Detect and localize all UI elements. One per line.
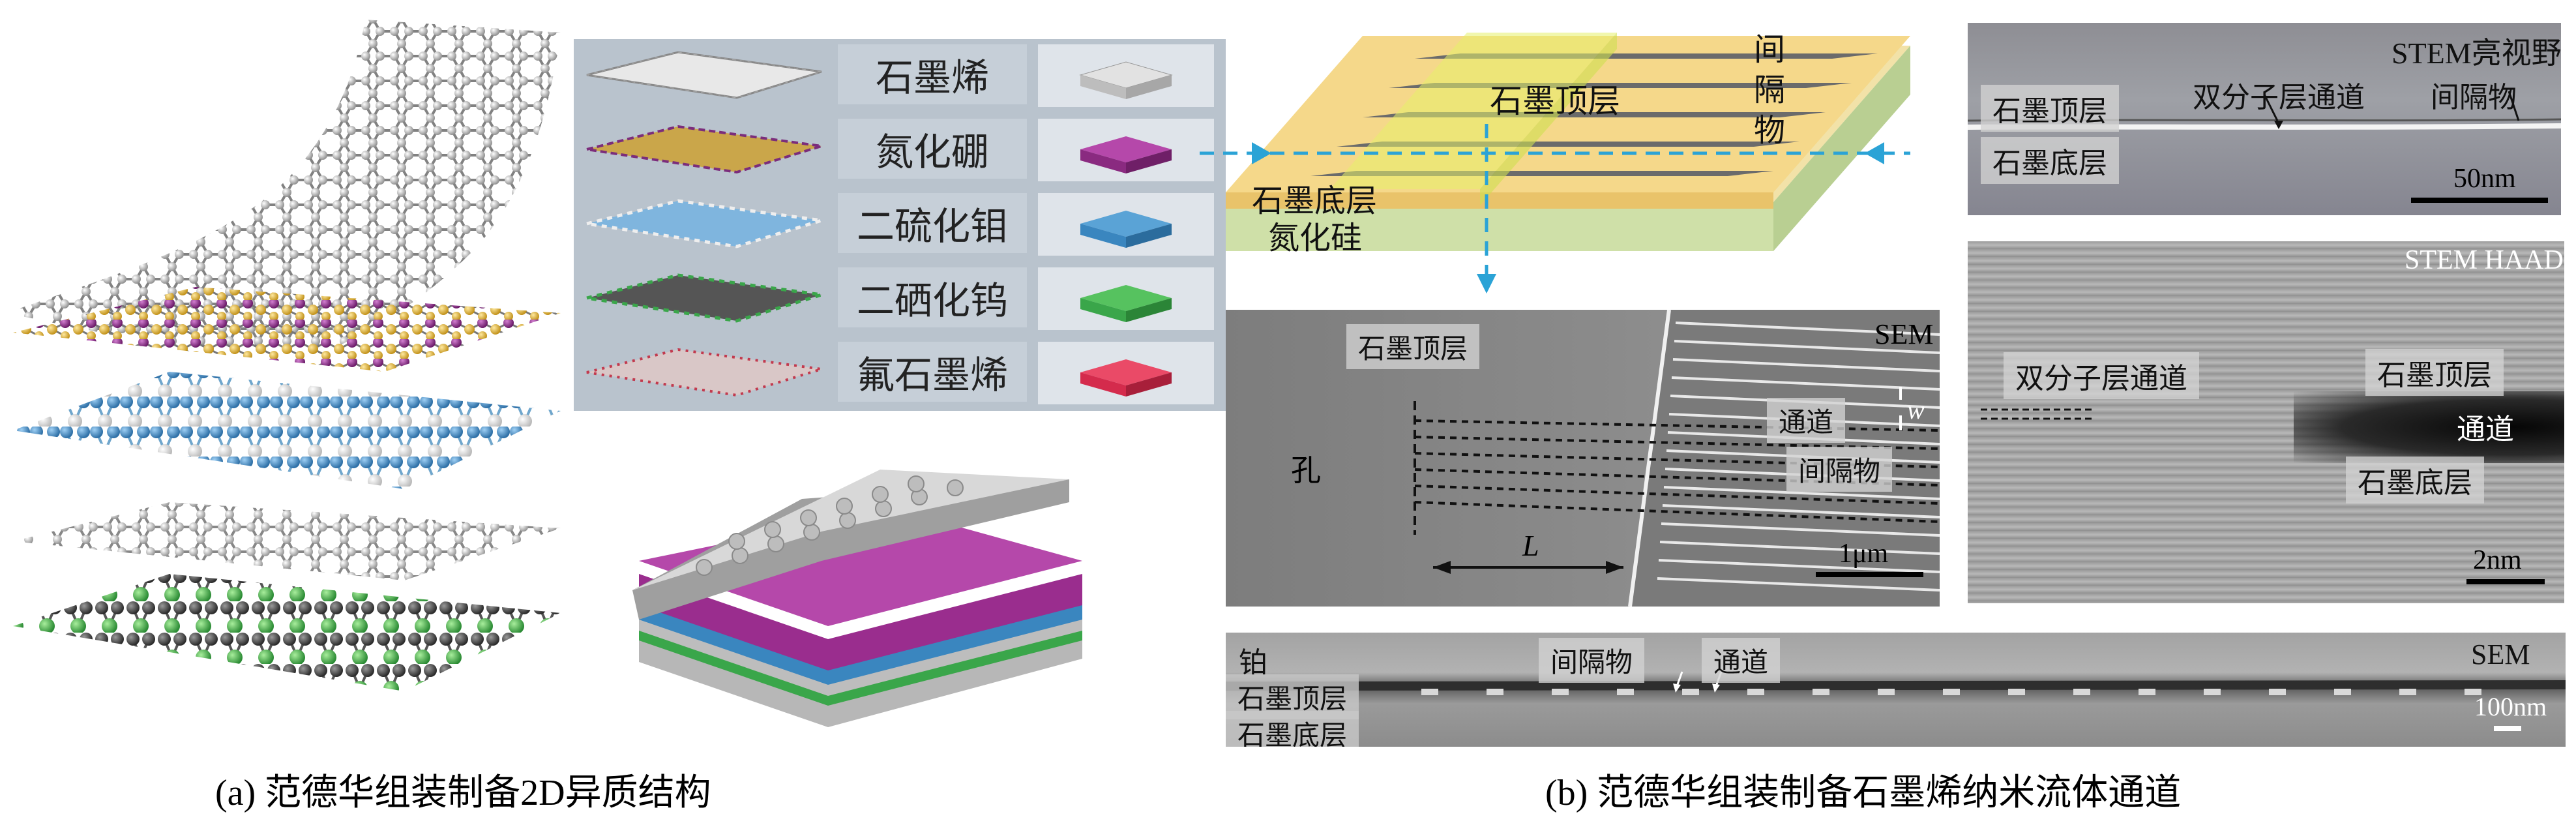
stem-haadf-scale-bar: [2466, 579, 2545, 584]
wse2-sheet-icon: [580, 269, 828, 327]
sem1-width-symbol: w: [1907, 395, 1925, 425]
panel-a-caption: (a) 范德华组装制备2D异质结构: [215, 763, 711, 816]
stem-bf-bottom-layer-label: 石墨底层: [1981, 137, 2119, 184]
legend-row-wse2: 二硒化钨: [574, 262, 1226, 335]
sem1-hole-label: 孔: [1291, 447, 1321, 490]
sem-cross-section-image: 铂 间隔物 通道 石墨顶层 石墨底层 SEM 100nm: [1226, 633, 2566, 747]
stem-haadf-top-layer-label: 石墨顶层: [2365, 349, 2504, 396]
stem-haadf-mode-label: STEM HAADF: [2405, 245, 2564, 276]
fluorographene-sheet-icon: [580, 343, 828, 402]
stem-bright-field-image: STEM亮视野 石墨顶层 双分子层通道 间隔物 石墨底层 50nm: [1968, 23, 2561, 215]
legend-label: 二硫化钼: [838, 193, 1027, 253]
lego-brick-icon: [1038, 44, 1214, 107]
legend-label: 二硒化钨: [838, 267, 1027, 327]
stem-haadf-bottom-layer-label: 石墨底层: [2346, 457, 2484, 503]
lego-brick-stack: [626, 470, 1095, 730]
sem2-scale-bar: [2494, 726, 2521, 731]
sem1-scale-bar: [1816, 572, 1923, 577]
legend-row-boron-nitride: 氮化硼: [574, 113, 1226, 187]
heterostructure-molecular-stack: [0, 7, 567, 724]
legend-row-mos2: 二硫化钼: [574, 188, 1226, 261]
legend-row-graphene: 石墨烯: [574, 39, 1226, 112]
legend-label: 石墨烯: [838, 44, 1027, 104]
panel-b-caption: (b) 范德华组装制备石墨烯纳米流体通道: [1545, 763, 2181, 816]
material-legend: 石墨烯 氮化硼: [574, 39, 1226, 411]
sem1-mode-label: SEM: [1874, 318, 1933, 351]
sem2-channel-label: 通道: [1702, 638, 1780, 683]
stem-bf-channel-label: 双分子层通道: [2193, 74, 2365, 115]
sem2-bottom-layer-label: 石墨底层: [1226, 711, 1359, 747]
sem1-top-layer-label: 石墨顶层: [1346, 324, 1479, 369]
mos2-sheet-icon: [580, 194, 828, 253]
schematic-top-layer-label: 石墨顶层: [1490, 75, 1620, 122]
sem2-spacer-label: 间隔物: [1539, 638, 1644, 683]
lego-brick-icon: [1038, 119, 1214, 181]
schematic-spacer-label: 间隔物: [1754, 29, 1786, 151]
legend-label: 氟石墨烯: [838, 342, 1027, 402]
stem-bf-scale-bar: [2411, 198, 2548, 203]
stem-haadf-image: STEM HAADF 双分子层通道 石墨顶层 通道 石墨底层 2nm: [1968, 241, 2564, 603]
schematic-substrate-label: 氮化硅: [1268, 212, 1362, 258]
lego-brick-icon: [1038, 342, 1214, 404]
stem-bf-top-layer-label: 石墨顶层: [1981, 85, 2119, 132]
sem1-length-symbol: L: [1522, 528, 1539, 563]
lego-brick-icon: [1038, 267, 1214, 330]
sem2-mode-label: SEM: [2471, 638, 2530, 671]
stem-haadf-scale-label: 2nm: [2473, 545, 2522, 576]
legend-label: 氮化硼: [838, 119, 1027, 179]
boron-nitride-sheet-icon: [580, 120, 828, 179]
sem2-scale-label: 100nm: [2474, 691, 2547, 722]
graphene-sheet-icon: [580, 46, 828, 104]
sem1-spacer-label: 间隔物: [1786, 447, 1892, 492]
stem-haadf-gap-label: 通道: [2457, 406, 2514, 447]
stem-bf-mode-label: STEM亮视野: [2391, 29, 2561, 72]
legend-row-fluorographene: 氟石墨烯: [574, 337, 1226, 410]
lego-brick-icon: [1038, 193, 1214, 256]
sem-image-channels: 石墨顶层 孔 通道 间隔物 w L SEM 1μm: [1226, 310, 1940, 607]
sem1-scale-label: 1μm: [1839, 538, 1888, 569]
stem-bf-scale-label: 50nm: [2453, 163, 2516, 194]
stem-haadf-channel-label: 双分子层通道: [2004, 352, 2199, 399]
sem1-channel-label: 通道: [1767, 398, 1845, 443]
stem-bf-spacer-label: 间隔物: [2431, 74, 2517, 115]
